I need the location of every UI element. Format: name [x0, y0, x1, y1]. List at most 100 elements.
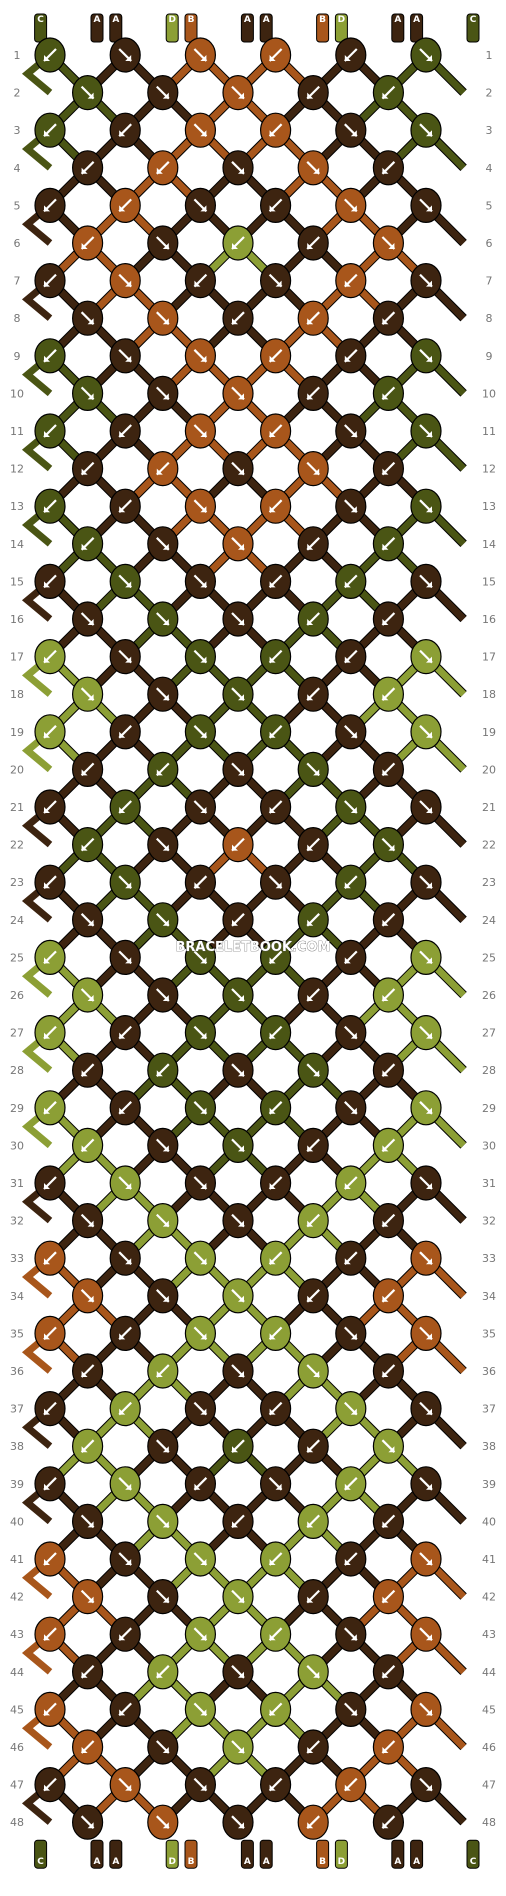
knot	[71, 451, 104, 487]
knot	[410, 1014, 442, 1051]
knot	[372, 150, 404, 186]
knot	[34, 638, 66, 675]
knot	[335, 1014, 367, 1051]
knot-arrowhead-icon	[200, 1559, 207, 1565]
knot	[222, 1804, 254, 1840]
knot-arrowhead-icon	[344, 1258, 351, 1265]
knot-arrowhead-icon	[162, 919, 169, 926]
knot-arrowhead-icon	[238, 92, 244, 99]
knot-arrowhead-icon	[275, 280, 282, 287]
top-strand-letter: A	[263, 15, 270, 25]
row-number-left: 5	[14, 199, 21, 212]
knot-arrowhead-icon	[200, 1709, 207, 1716]
knot	[260, 413, 292, 449]
knot-arrowhead-icon	[44, 355, 50, 362]
knot-arrowhead-icon	[344, 581, 351, 588]
knot-arrowhead-icon	[269, 1709, 276, 1716]
row-number-left: 19	[10, 726, 24, 739]
knot-arrowhead-icon	[87, 1822, 94, 1829]
knot	[34, 1014, 66, 1051]
knot-arrowhead-icon	[382, 1521, 389, 1528]
knot	[34, 112, 66, 148]
knot	[297, 1503, 329, 1540]
knot-arrowhead-icon	[275, 1483, 282, 1490]
knot	[372, 751, 404, 788]
knot	[147, 601, 179, 637]
knot-arrowhead-icon	[426, 130, 432, 137]
knot-arrowhead-icon	[382, 694, 389, 701]
knot-arrowhead-icon	[426, 280, 432, 287]
knot	[410, 1541, 442, 1577]
knot-arrowhead-icon	[269, 355, 276, 362]
knot-arrowhead-icon	[119, 431, 126, 437]
knot	[147, 676, 179, 712]
knot	[71, 1052, 104, 1088]
knot-arrowhead-icon	[269, 506, 276, 513]
row-number-left: 34	[10, 1290, 24, 1303]
knot	[410, 1691, 442, 1728]
row-number-right: 10	[482, 387, 496, 400]
knot	[147, 451, 179, 487]
knot	[109, 1766, 141, 1803]
knot	[335, 413, 367, 449]
bottom-strand-end	[316, 1839, 330, 1869]
knot-arrowhead-icon	[87, 995, 94, 1001]
knot-arrowhead-icon	[344, 280, 351, 287]
knot-arrowhead-icon	[426, 957, 432, 964]
row-number-right: 8	[486, 312, 493, 325]
knot	[260, 789, 292, 825]
knot	[147, 751, 179, 788]
row-number-right: 32	[482, 1215, 496, 1228]
knot-arrowhead-icon	[162, 92, 169, 99]
knot	[335, 1691, 367, 1728]
knot-arrowhead-icon	[344, 882, 351, 889]
bottom-strand-end	[34, 1839, 48, 1869]
knot	[71, 1428, 104, 1464]
knot-arrowhead-icon	[200, 957, 207, 964]
knot-arrowhead-icon	[238, 1220, 244, 1227]
knot-arrowhead-icon	[162, 995, 169, 1001]
knot-arrowhead-icon	[125, 957, 132, 964]
knot-arrowhead-icon	[307, 1220, 314, 1227]
row-number-left: 40	[10, 1515, 24, 1528]
knot-arrowhead-icon	[307, 995, 314, 1001]
knot	[109, 1165, 141, 1201]
knot	[184, 1090, 216, 1126]
knot	[335, 1315, 367, 1352]
knot	[222, 451, 254, 487]
knot	[34, 714, 66, 750]
knot	[147, 1804, 179, 1840]
knot-arrowhead-icon	[44, 1032, 50, 1039]
row-number-left: 35	[10, 1327, 24, 1340]
bottom-strand-end	[109, 1839, 123, 1869]
knot-arrowhead-icon	[307, 243, 314, 249]
knot	[147, 1428, 179, 1464]
knot-arrowhead-icon	[238, 1596, 244, 1603]
knot	[260, 638, 292, 675]
knot-arrowhead-icon	[307, 1596, 314, 1603]
knot	[184, 1766, 216, 1803]
knot-arrowhead-icon	[81, 1070, 88, 1077]
knot	[260, 714, 292, 750]
knot	[71, 225, 104, 261]
knot-arrowhead-icon	[344, 1183, 351, 1189]
knot-arrowhead-icon	[44, 1107, 50, 1114]
knot-arrowhead-icon	[125, 1483, 132, 1490]
row-number-left: 41	[10, 1553, 24, 1566]
knot-arrowhead-icon	[200, 656, 207, 663]
knot	[109, 1466, 141, 1502]
top-strand-letter: A	[94, 15, 101, 25]
knot-arrowhead-icon	[238, 1747, 244, 1753]
knot-arrowhead-icon	[119, 807, 126, 813]
knot-arrowhead-icon	[44, 1709, 50, 1716]
row-number-left: 18	[10, 688, 24, 701]
knot	[109, 1691, 141, 1728]
knot-arrowhead-icon	[238, 1145, 244, 1152]
knot	[34, 1766, 66, 1803]
row-number-right: 11	[482, 425, 496, 438]
row-number-left: 44	[10, 1666, 24, 1679]
row-number-left: 1	[14, 49, 21, 62]
knot-arrowhead-icon	[426, 1784, 432, 1791]
knot	[34, 413, 66, 449]
